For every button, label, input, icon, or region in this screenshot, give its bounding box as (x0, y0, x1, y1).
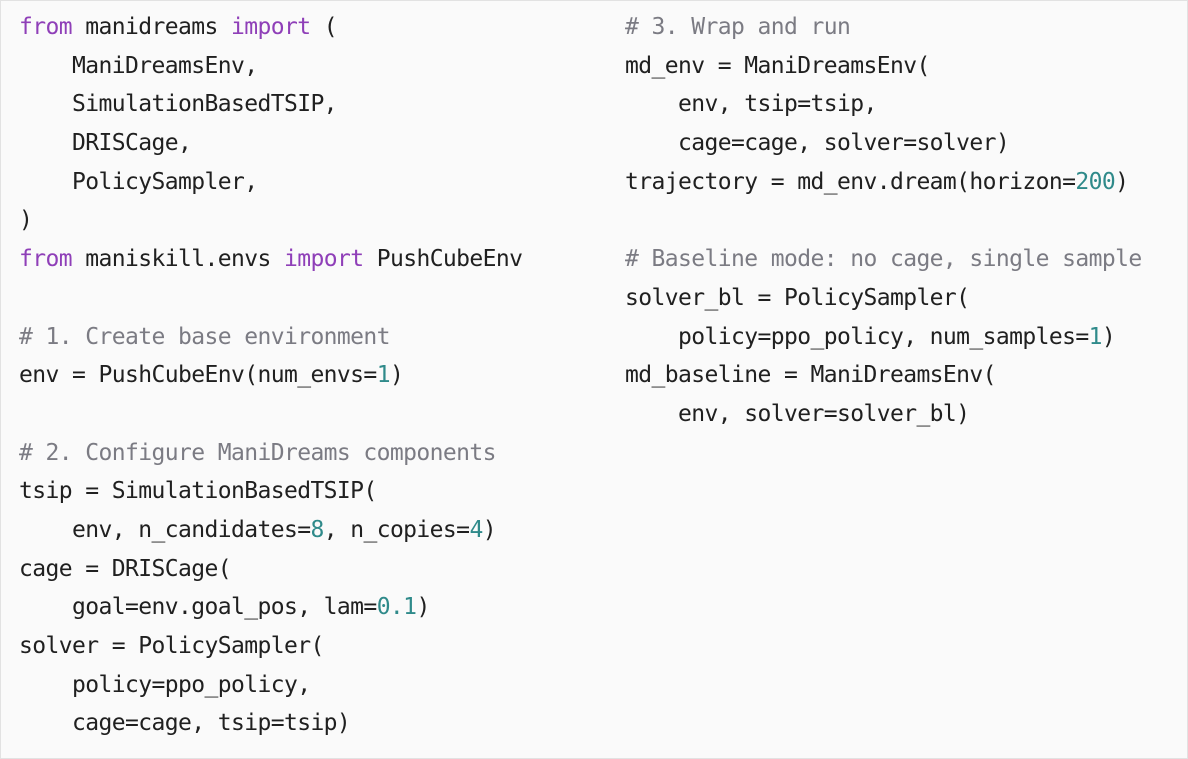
code-line: PolicySampler, (19, 163, 599, 202)
code-token: ( (310, 14, 338, 40)
code-keyword: import (283, 246, 364, 273)
code-line: env, n_candidates=8, n_copies=4) (19, 511, 599, 550)
code-token: env, n_candidates= (19, 516, 311, 543)
code-column-left: from manidreams import ( ManiDreamsEnv, … (19, 8, 599, 743)
code-token: md_baseline = ManiDreamsEnv( (625, 362, 997, 389)
code-number: 0.1 (376, 594, 417, 621)
code-line: # 3. Wrap and run (625, 8, 1173, 47)
code-token: env, solver=solver_bl) (625, 400, 970, 427)
code-keyword: from (19, 14, 73, 40)
code-token: ) (19, 207, 33, 234)
code-token: ) (482, 516, 497, 543)
code-token: policy=ppo_policy, num_samples= (625, 323, 1089, 350)
code-token: maniskill.envs (72, 246, 284, 273)
code-comment: # Baseline mode: no cage, single sample (625, 246, 1142, 273)
code-line: env, tsip=tsip, (625, 85, 1173, 124)
code-keyword: from (19, 246, 73, 273)
code-number: 200 (1075, 168, 1116, 195)
code-line: trajectory = md_env.dream(horizon=200) (625, 163, 1173, 202)
code-token: md_env = ManiDreamsEnv( (625, 52, 930, 79)
code-number: 1 (376, 362, 391, 389)
code-line: tsip = SimulationBasedTSIP( (19, 472, 599, 511)
code-line: DRISCage, (19, 124, 599, 163)
code-line: env, solver=solver_bl) (625, 395, 1173, 434)
code-line: ​ (19, 395, 599, 434)
code-token: manidreams (72, 14, 231, 40)
code-line: md_env = ManiDreamsEnv( (625, 47, 1173, 86)
code-line: solver = PolicySampler( (19, 627, 599, 666)
code-line: md_baseline = ManiDreamsEnv( (625, 356, 1173, 395)
code-token: cage = DRISCage( (19, 555, 232, 582)
code-line: # 1. Create base environment (19, 318, 599, 357)
code-line: solver_bl = PolicySampler( (625, 279, 1173, 318)
code-line: env = PushCubeEnv(num_envs=1) (19, 356, 599, 395)
code-line: cage=cage, tsip=tsip) (19, 704, 599, 743)
code-line: ​ (625, 201, 1173, 240)
code-line: ​ (19, 279, 599, 318)
code-column-right: # 3. Wrap and run md_env = ManiDreamsEnv(… (625, 8, 1173, 434)
code-token: env = PushCubeEnv(num_envs= (19, 362, 377, 389)
code-token: cage=cage, solver=solver) (625, 130, 1010, 157)
code-token: policy=ppo_policy, (19, 671, 311, 698)
code-line: # Baseline mode: no cage, single sample (625, 240, 1173, 279)
code-token: SimulationBasedTSIP, (19, 91, 338, 118)
code-token: ) (1101, 323, 1116, 350)
code-token: cage=cage, tsip=tsip) (19, 710, 351, 737)
code-number: 4 (469, 516, 483, 543)
code-token: solver_bl = PolicySampler( (625, 284, 970, 311)
code-token: PolicySampler, (19, 168, 258, 195)
code-token: tsip = SimulationBasedTSIP( (19, 478, 377, 505)
code-token: solver = PolicySampler( (19, 633, 324, 659)
code-comment: # 3. Wrap and run (625, 14, 851, 40)
code-line: SimulationBasedTSIP, (19, 85, 599, 124)
code-token: ) (1115, 168, 1129, 195)
code-line: policy=ppo_policy, (19, 666, 599, 705)
code-token: PushCubeEnv (363, 246, 523, 273)
code-line: ManiDreamsEnv, (19, 47, 599, 86)
code-token: DRISCage, (19, 130, 192, 157)
code-line: from manidreams import ( (19, 8, 599, 47)
code-number: 1 (1088, 323, 1103, 350)
code-token: ManiDreamsEnv, (19, 52, 258, 79)
code-keyword: import (230, 14, 311, 40)
code-token: ) (416, 594, 430, 621)
code-line: goal=env.goal_pos, lam=0.1) (19, 588, 599, 627)
code-line: from maniskill.envs import PushCubeEnv (19, 240, 599, 279)
code-token: env, tsip=tsip, (625, 91, 877, 118)
code-comment: # 1. Create base environment (19, 323, 391, 350)
code-line: # 2. Configure ManiDreams components (19, 434, 599, 473)
code-line: ) (19, 201, 599, 240)
code-token: trajectory = md_env.dream(horizon= (625, 168, 1076, 195)
code-number: 8 (310, 516, 324, 543)
code-token: goal=env.goal_pos, lam= (19, 594, 377, 621)
code-line: cage = DRISCage( (19, 550, 599, 589)
code-token: , n_copies= (323, 516, 470, 543)
code-comment: # 2. Configure ManiDreams components (19, 439, 497, 466)
code-line: cage=cage, solver=solver) (625, 124, 1173, 163)
code-line: policy=ppo_policy, num_samples=1) (625, 318, 1173, 357)
code-token: ) (389, 362, 404, 389)
